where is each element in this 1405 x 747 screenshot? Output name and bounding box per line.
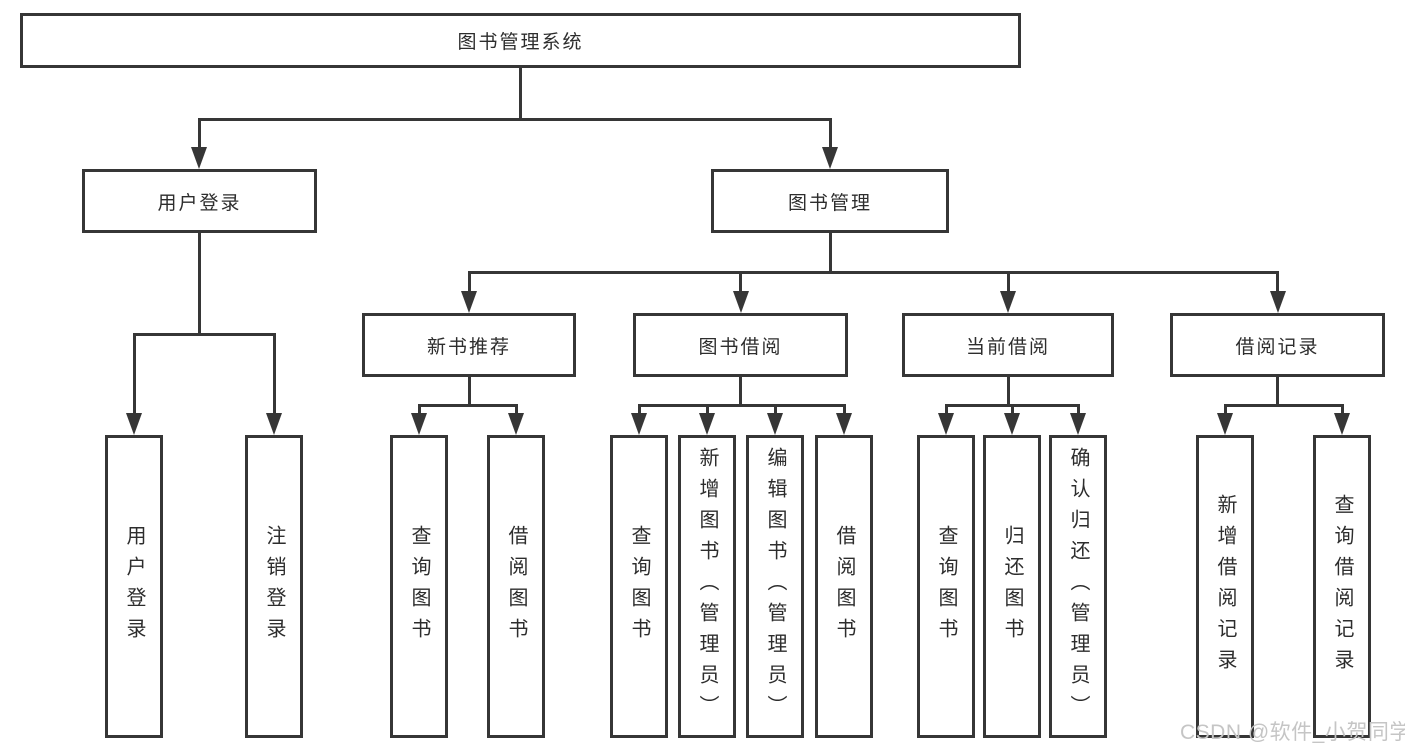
connector-line <box>1341 404 1344 416</box>
connector-line <box>1224 404 1227 416</box>
node-label: 查询图书 <box>935 524 957 649</box>
node-label: 用户登录 <box>123 524 145 649</box>
connector-line <box>706 404 709 416</box>
connector-line <box>1007 377 1010 407</box>
arrowhead-down-icon <box>411 413 427 435</box>
arrowhead-down-icon <box>1070 413 1086 435</box>
arrowhead-down-icon <box>1004 413 1020 435</box>
node-label: 借阅图书 <box>833 524 855 649</box>
connector-line <box>198 233 201 336</box>
leaf-return-book: 归还图书 <box>983 435 1041 738</box>
connector-line <box>1224 404 1344 407</box>
node-label: 借阅图书 <box>505 524 527 649</box>
arrowhead-down-icon <box>631 413 647 435</box>
arrowhead-down-icon <box>733 291 749 313</box>
node-label: 注销登录 <box>263 524 285 649</box>
node-library-management-system: 图书管理系统 <box>20 13 1021 68</box>
arrowhead-down-icon <box>938 413 954 435</box>
node-user-login: 用户登录 <box>82 169 317 233</box>
node-book-management: 图书管理 <box>711 169 949 233</box>
arrowhead-down-icon <box>1000 291 1016 313</box>
leaf-confirm-return-admin: 确认归还（管理员） <box>1049 435 1107 738</box>
leaf-borrow-books-recommend: 借阅图书 <box>487 435 545 738</box>
connector-line <box>515 404 518 416</box>
arrowhead-down-icon <box>266 413 282 435</box>
arrowhead-down-icon <box>1334 413 1350 435</box>
leaf-query-books-current: 查询图书 <box>917 435 975 738</box>
node-borrowing-records: 借阅记录 <box>1170 313 1385 377</box>
arrowhead-down-icon <box>1217 413 1233 435</box>
arrowhead-down-icon <box>126 413 142 435</box>
node-book-borrowing: 图书借阅 <box>633 313 848 377</box>
connector-line <box>1007 271 1010 293</box>
leaf-add-borrow-record: 新增借阅记录 <box>1196 435 1254 738</box>
leaf-borrow-books: 借阅图书 <box>815 435 873 738</box>
connector-line <box>468 271 471 293</box>
node-current-borrowing: 当前借阅 <box>902 313 1114 377</box>
connector-line <box>638 404 641 416</box>
connector-line <box>198 118 832 121</box>
node-label: 新增借阅记录 <box>1214 493 1236 680</box>
node-label: 新增图书（管理员） <box>696 447 718 726</box>
arrowhead-down-icon <box>699 413 715 435</box>
node-label: 用户登录 <box>157 192 242 214</box>
connector-line <box>774 404 777 416</box>
connector-line <box>843 404 846 416</box>
leaf-query-borrow-record: 查询借阅记录 <box>1313 435 1371 738</box>
connector-line <box>468 377 471 407</box>
connector-line <box>1276 271 1279 293</box>
arrowhead-down-icon <box>461 291 477 313</box>
connector-line <box>829 233 832 274</box>
arrowhead-down-icon <box>1270 291 1286 313</box>
node-new-book-recommend: 新书推荐 <box>362 313 576 377</box>
connector-line <box>198 118 201 150</box>
node-label: 归还图书 <box>1001 524 1023 649</box>
node-label: 确认归还（管理员） <box>1067 447 1089 726</box>
leaf-query-books-borrowing: 查询图书 <box>610 435 668 738</box>
node-label: 查询图书 <box>628 524 650 649</box>
arrowhead-down-icon <box>508 413 524 435</box>
node-label: 当前借阅 <box>965 336 1050 358</box>
node-label: 借阅记录 <box>1235 336 1320 358</box>
leaf-logout: 注销登录 <box>245 435 303 738</box>
connector-line <box>519 68 522 118</box>
connector-line <box>829 118 832 150</box>
connector-line <box>468 271 1279 274</box>
connector-line <box>133 333 276 336</box>
connector-line <box>739 271 742 293</box>
node-label: 查询图书 <box>408 524 430 649</box>
watermark: CSDN @软件_小贺同学 <box>1180 721 1405 744</box>
arrowhead-down-icon <box>191 147 207 169</box>
connector-line <box>418 404 421 416</box>
arrowhead-down-icon <box>822 147 838 169</box>
node-label: 图书管理系统 <box>457 32 584 53</box>
arrowhead-down-icon <box>836 413 852 435</box>
node-label: 新书推荐 <box>426 336 511 358</box>
leaf-edit-book-admin: 编辑图书（管理员） <box>746 435 804 738</box>
connector-line <box>1011 404 1014 416</box>
leaf-add-book-admin: 新增图书（管理员） <box>678 435 736 738</box>
leaf-user-login: 用户登录 <box>105 435 163 738</box>
connector-line <box>638 404 846 407</box>
leaf-query-books-recommend: 查询图书 <box>390 435 448 738</box>
connector-line <box>133 333 136 415</box>
connector-line <box>418 404 518 407</box>
node-label: 查询借阅记录 <box>1331 493 1353 680</box>
connector-line <box>739 377 742 407</box>
node-label: 图书借阅 <box>698 336 783 358</box>
connector-line <box>945 404 948 416</box>
node-label: 图书管理 <box>787 192 872 214</box>
connector-line <box>1077 404 1080 416</box>
node-label: 编辑图书（管理员） <box>764 447 786 726</box>
arrowhead-down-icon <box>767 413 783 435</box>
connector-line <box>273 333 276 415</box>
connector-line <box>1276 377 1279 407</box>
